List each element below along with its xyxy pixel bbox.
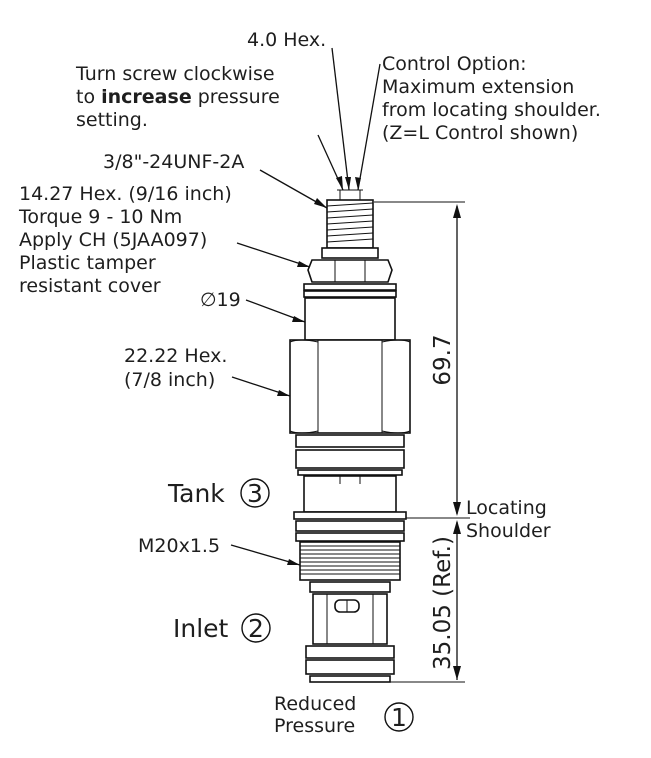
label-hex14-2: Torque 9 - 10 Nm	[18, 206, 182, 228]
dimension-69	[374, 201, 470, 519]
adjust-screw-threads	[326, 202, 374, 243]
port-3-number: 3	[247, 479, 263, 508]
label-hex14-5: resistant cover	[19, 275, 161, 297]
label-m20: M20x1.5	[138, 535, 220, 557]
tank-port-section	[303, 475, 397, 513]
label-hex-top: 4.0 Hex.	[247, 29, 326, 51]
label-dia19: ∅19	[200, 289, 241, 311]
label-turn-screw-3: setting.	[76, 109, 148, 131]
label-hex14-1: 14.27 Hex. (9/16 inch)	[19, 183, 232, 205]
label-turn-screw-1: Turn screw clockwise	[75, 63, 275, 85]
label-thread-top: 3/8"-24UNF-2A	[103, 151, 244, 173]
port-1-circle	[384, 702, 414, 732]
label-turn-screw-2: to increase pressure	[76, 86, 280, 108]
label-reduced-1: Reduced	[274, 693, 356, 715]
label-hex14-3: Apply CH (5JAA097)	[19, 229, 207, 251]
label-locating-2: Shoulder	[466, 520, 551, 542]
dim-69-7: 69.7	[430, 334, 456, 385]
label-hex14-4: Plastic tamper	[19, 252, 156, 274]
label-reduced-2: Pressure	[274, 715, 355, 737]
port-2-circle	[241, 613, 271, 643]
label-control-1: Control Option:	[382, 53, 527, 75]
body-dia19	[304, 297, 396, 341]
label-control-2: Maximum extension	[382, 76, 574, 98]
label-hex22-2: (7/8 inch)	[124, 369, 215, 391]
dimension-35	[390, 520, 465, 683]
label-hex22-1: 22.22 Hex.	[124, 345, 227, 367]
hex-body-large	[289, 339, 411, 434]
label-control-3: from locating shoulder.	[382, 99, 601, 121]
port-2-number: 2	[248, 614, 264, 643]
dim-35-05: 35.05 (Ref.)	[430, 536, 456, 670]
label-locating-1: Locating	[466, 497, 547, 519]
valve-body	[289, 189, 411, 683]
port-1-number: 1	[391, 703, 407, 732]
label-inlet: Inlet	[173, 614, 229, 643]
label-tank: Tank	[167, 479, 225, 508]
hex-nut-small	[307, 259, 393, 283]
leader-arrowheads	[277, 176, 361, 565]
label-control-4: (Z=L Control shown)	[382, 122, 578, 144]
port-3-circle	[240, 478, 270, 508]
